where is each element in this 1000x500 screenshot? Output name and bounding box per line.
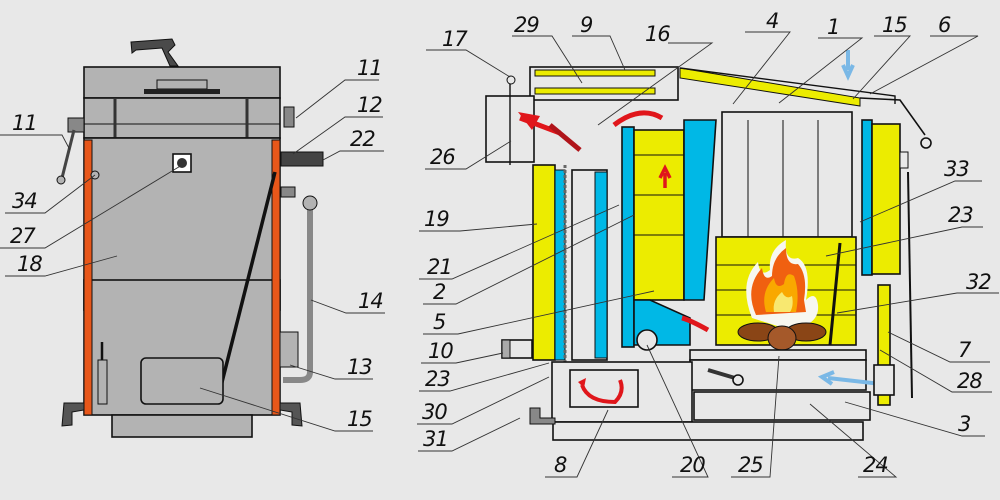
flue-gas-arrow-icon [518,112,540,130]
callout-label: 19 [424,207,449,231]
ash-door [140,357,224,405]
top-insulation-lower [534,87,656,95]
callout-label: 25 [738,453,763,477]
left-side-panel [83,139,93,416]
callout-label: 1 [827,15,839,39]
callout-label: 14 [358,289,383,313]
callout-label: 28 [957,369,982,393]
damper-linkage [548,123,582,152]
callout-label: 31 [423,427,448,451]
inner-water-jacket [621,126,635,348]
callout-label: 12 [357,93,382,117]
poker-rod [216,171,277,399]
callout-label: 29 [514,13,539,37]
sloped-lid-insulation [679,67,861,107]
callout-label: 9 [580,13,593,37]
callout-label: 23 [948,203,973,227]
air-inlet-arrow-icon [841,50,855,81]
grate [689,349,867,361]
right-insulation [871,123,901,275]
up-heat-arrow-icon [658,164,672,188]
callout-label: 22 [350,127,375,151]
lever-arm [60,129,76,179]
upper-band [83,97,281,139]
thermometer-icon [506,75,516,85]
fire-icon [737,240,827,351]
door-handle [97,359,108,405]
pipe [283,205,313,383]
fuel-chamber [721,111,853,238]
callout-label: 11 [12,111,37,135]
right-side-panel [271,139,281,416]
callout-label: 30 [422,400,447,424]
section-base [552,421,864,441]
callout-label: 13 [347,355,372,379]
left-foot [61,402,85,427]
combustion-arrow-icon [681,315,710,333]
top-insulation-upper [534,69,656,77]
return-pipe-circle [636,329,658,351]
callout-label: 15 [882,13,907,37]
door-rod [907,171,913,399]
right-valve [283,106,295,128]
callout-label: 23 [425,367,450,391]
callout-label: 32 [966,270,991,294]
left-insulation [532,164,556,361]
ash-pan [693,391,871,421]
top-handle [130,38,179,67]
callout-label: 4 [766,9,778,33]
callout-label: 5 [433,310,446,334]
base [111,414,253,438]
thermostat [280,151,324,167]
lid-hinge-bar [144,89,220,94]
callout-label: 20 [680,453,705,477]
callout-label: 15 [347,407,372,431]
pump-box [279,331,299,368]
section-view: 17 29 9 16 4 1 15 6 26 19 21 2 5 10 23 3… [417,9,999,478]
callout-label: 16 [645,22,670,46]
callout-label: 26 [430,145,455,169]
callout-label: 10 [428,339,453,363]
cleaning-arrow-icon [580,379,624,405]
callout-label: 8 [554,453,567,477]
right-water-jacket [861,119,873,276]
callout-label: 2 [433,280,446,304]
callout-label: 18 [17,252,42,276]
curved-flue-arrow-icon [612,110,664,128]
callout-label: 11 [357,56,382,80]
callout-label: 27 [10,224,36,248]
callout-label: 34 [12,189,37,213]
lever-pivot [67,117,85,133]
log [767,325,797,351]
lid-latch [156,79,208,90]
callout-label: 21 [427,255,452,279]
central-water-channel [683,119,717,301]
lid-lever [859,97,926,136]
callout-label: 17 [442,27,468,51]
front-view: 11 34 27 18 11 12 22 14 13 15 [0,38,385,438]
right-foot [279,402,303,427]
callout-label: 7 [958,338,972,362]
callout-label: 3 [958,412,970,436]
callout-label: 24 [863,453,888,477]
drain-valve [529,407,556,425]
callout-label: 6 [938,13,951,37]
callout-label: 33 [944,157,969,181]
